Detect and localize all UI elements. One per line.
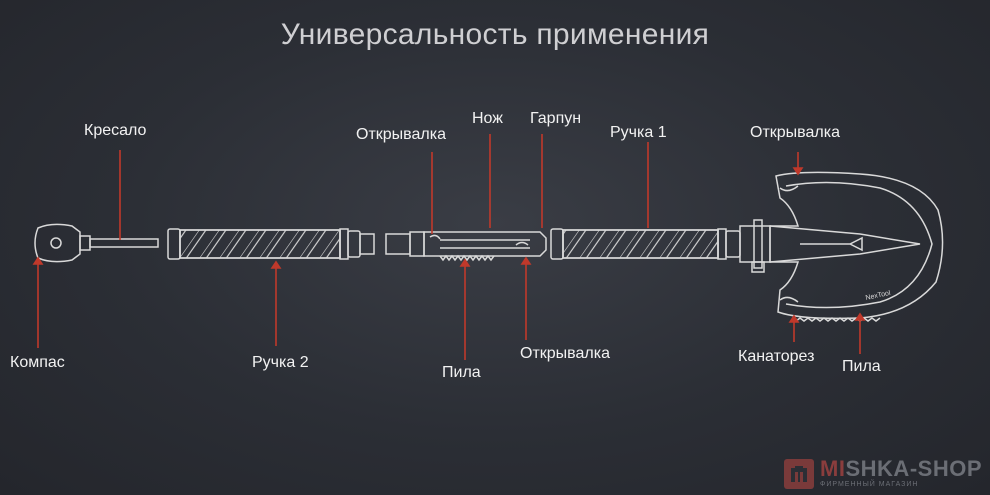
engraving-text: NexTool xyxy=(865,290,892,302)
handle-1-part xyxy=(550,219,771,273)
label-otkryvalka-top: Открывалка xyxy=(356,126,446,143)
compass-part xyxy=(34,223,159,263)
label-ruchka-1: Ручка 1 xyxy=(610,124,667,141)
label-otkryvalka-bottom: Открывалка xyxy=(520,345,610,362)
label-pila-mid: Пила xyxy=(442,364,481,381)
label-kresalo: Кресало xyxy=(84,122,147,139)
label-nozh: Нож xyxy=(472,110,503,127)
logo-accent: MI xyxy=(820,456,846,481)
logo-subtitle: ФИРМЕННЫЙ МАГАЗИН xyxy=(820,481,919,488)
shovel-blade xyxy=(769,171,944,322)
label-kanatorez: Канаторез xyxy=(738,348,815,365)
label-otkryvalka-right: Открывалка xyxy=(750,124,840,141)
leader-lines xyxy=(32,134,866,360)
shop-logo-icon xyxy=(784,458,815,489)
shop-logo: MISHKA-SHOP ФИРМЕННЫЙ МАГАЗИН xyxy=(784,458,982,489)
logo-main-text: SHKA-SHOP xyxy=(845,456,982,481)
page-title: Универсальность применения xyxy=(280,18,710,51)
handle-2-part xyxy=(167,228,375,260)
label-kompas: Компас xyxy=(10,354,65,371)
multitool-part xyxy=(385,231,547,262)
label-garpun: Гарпун xyxy=(530,110,582,127)
label-pila-right: Пила xyxy=(842,358,881,375)
label-ruchka-2: Ручка 2 xyxy=(252,354,309,371)
